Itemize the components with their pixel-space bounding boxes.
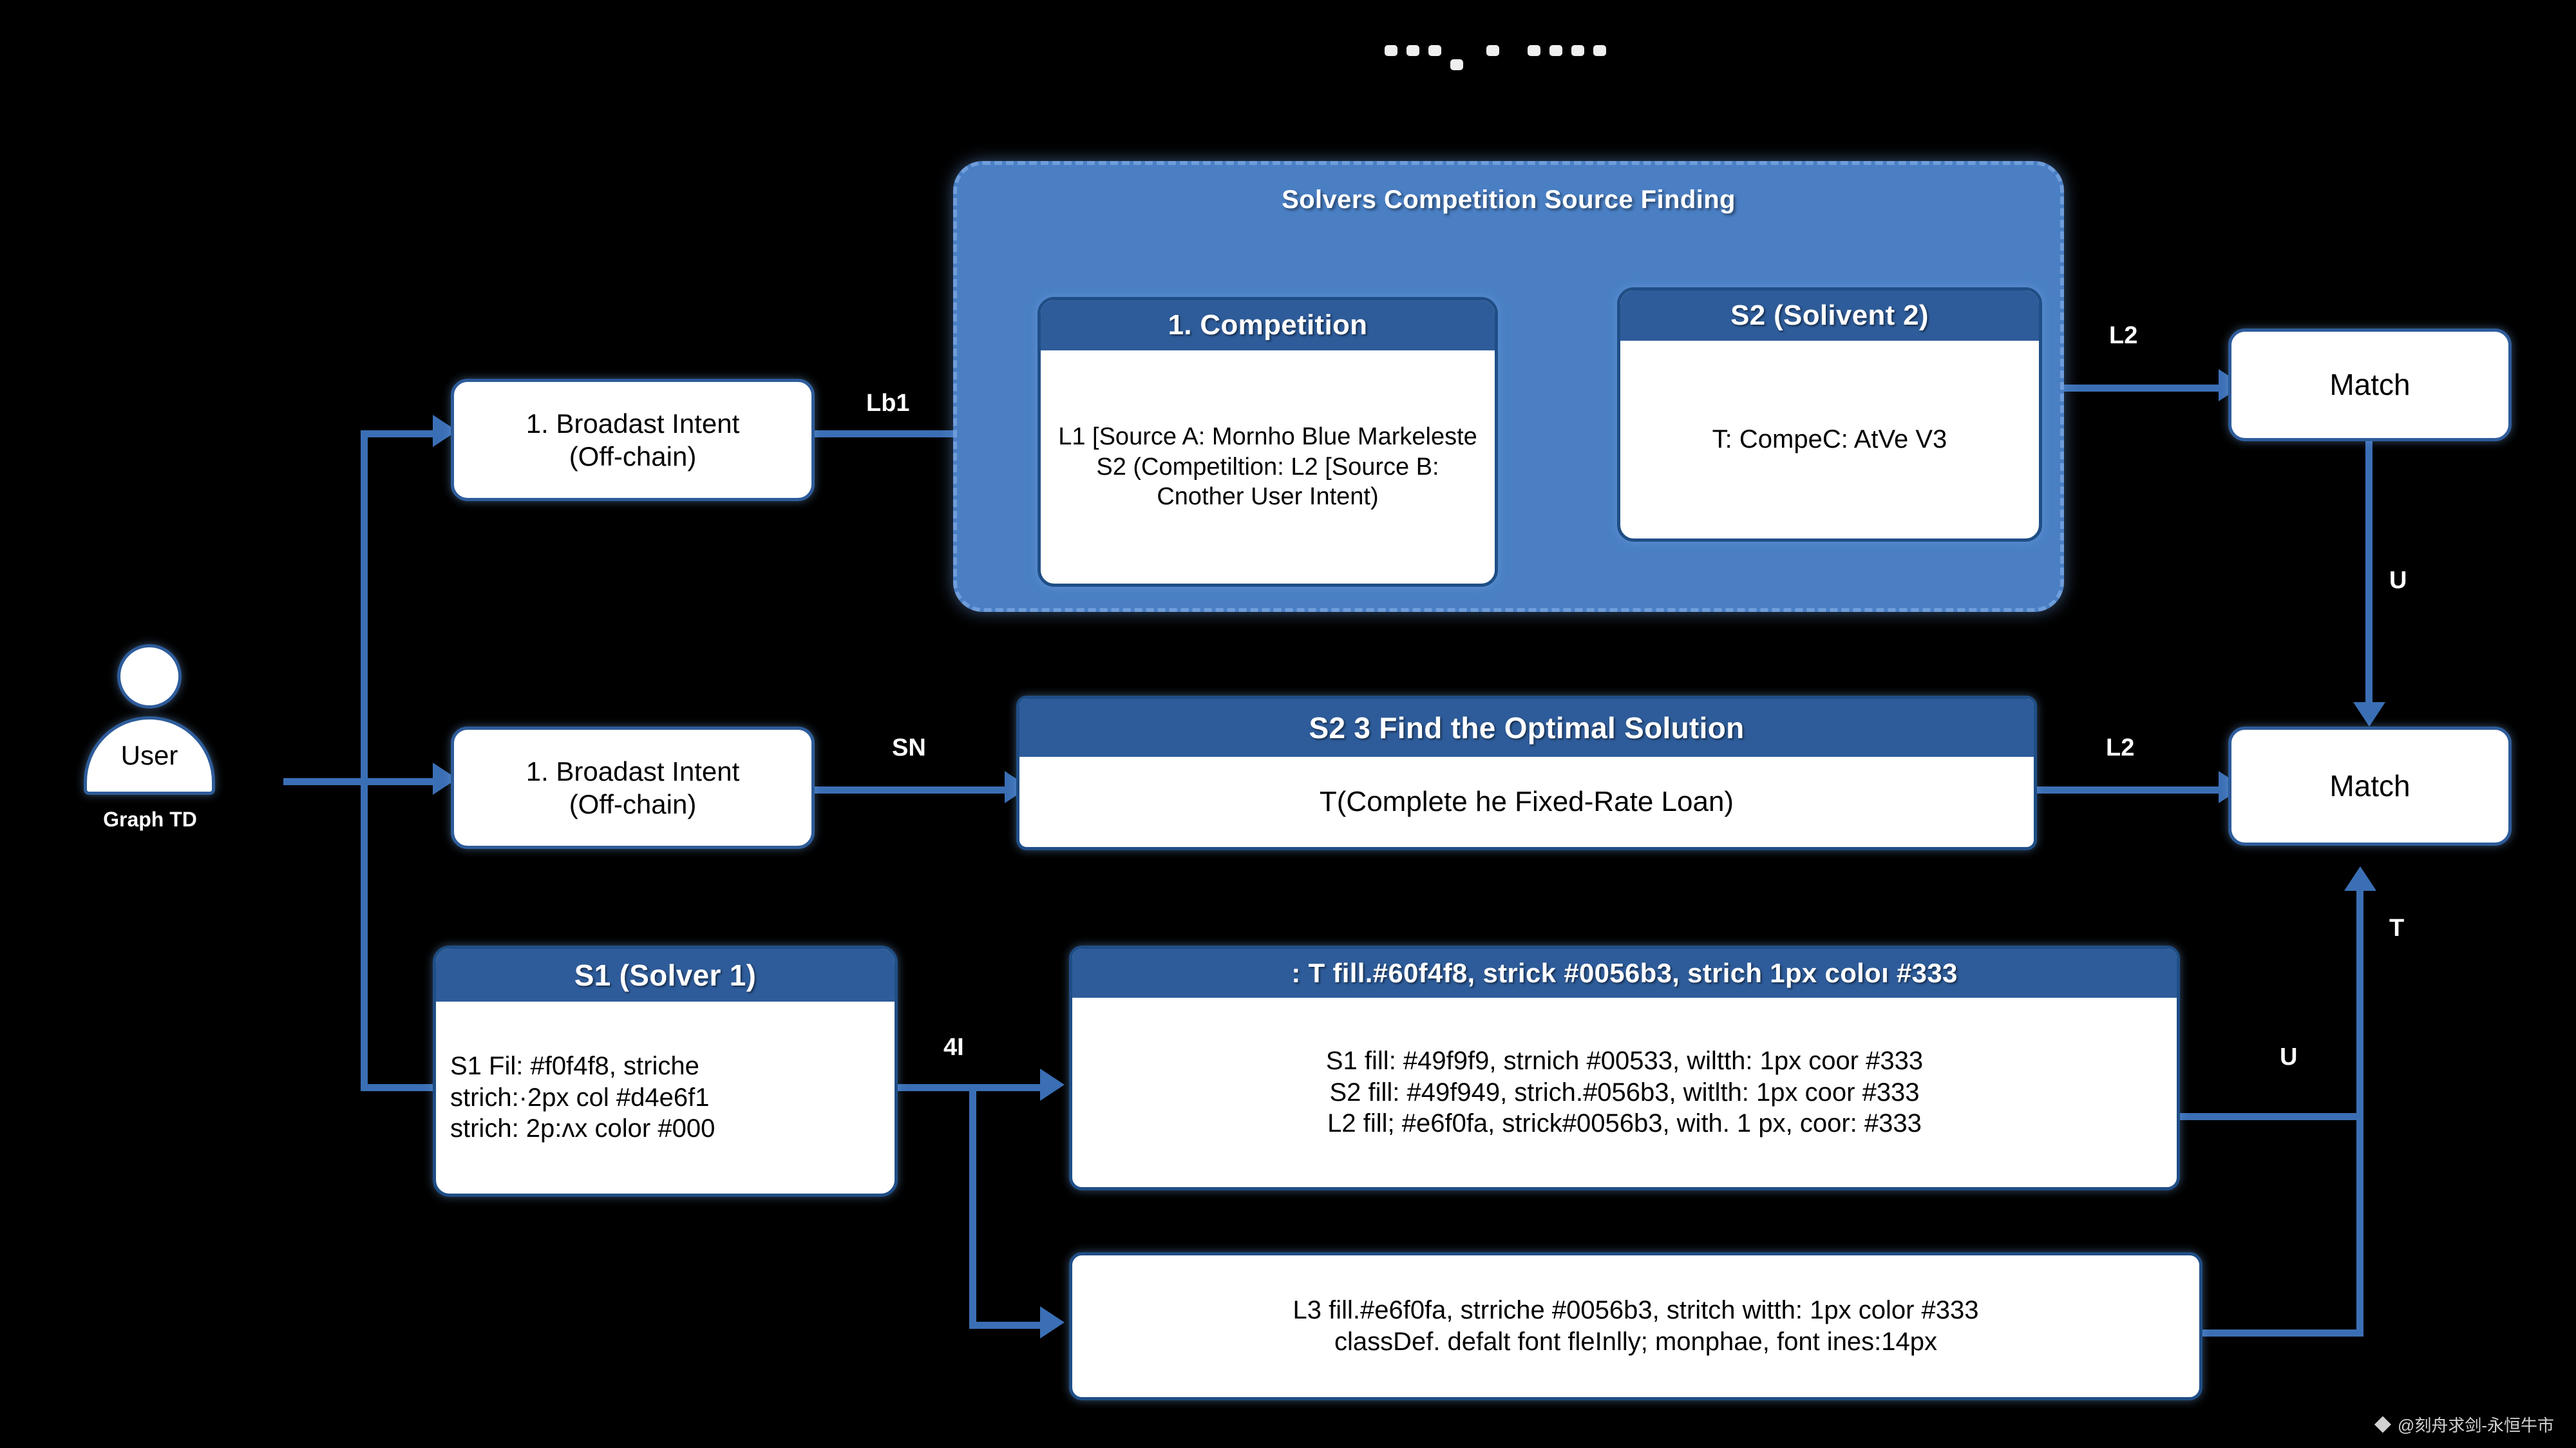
edge-solver1-to-classdef — [969, 1322, 1046, 1329]
edge-label-optimal-to-match-bottom: L2 — [2106, 734, 2135, 761]
subgraph-solvers-competition: Solvers Competition Source Finding 1. Co… — [953, 161, 2064, 612]
node-match-bottom-label: Match — [2329, 769, 2410, 803]
node-broadcast-intent-mid-body: 1. Broadast Intent (Off-chain) — [512, 730, 754, 846]
edge-match-top-to-bottom — [2365, 440, 2372, 710]
arrowhead — [1040, 1069, 1065, 1101]
diamond-icon — [2374, 1416, 2391, 1433]
node-competition[interactable]: 1. Competition L1 [Source A: Mornho Blue… — [1037, 297, 1498, 587]
node-classdef[interactable]: L3 fill.#e6f0fa, strriche #0056b3, strit… — [1069, 1252, 2202, 1400]
edge-trunk-vertical — [361, 430, 368, 1087]
dot — [1549, 45, 1562, 56]
edge-solver1-out — [897, 1084, 974, 1091]
node-solver2-body: T: CompeC: AtVe V3 — [1712, 425, 1947, 454]
style-line-l2: L2 fill; #e6f0fa, strick#0056b3, with. 1… — [1327, 1109, 1922, 1138]
edge-classdef-right — [2202, 1329, 2363, 1337]
broadcast-top-line1: 1. Broadast Intent — [526, 408, 740, 439]
arrowhead — [2353, 702, 2385, 727]
user-body-icon: User — [84, 716, 215, 795]
node-classdef-body: L3 fill.#e6f0fa, strriche #0056b3, strit… — [1278, 1255, 1993, 1397]
graph-direction-caption: Graph TD — [103, 808, 197, 831]
edge-trunk-to-broadcast-mid — [361, 778, 438, 785]
node-style-definitions-header: : T fill.#60f4f8, strick #0056b3, strich… — [1072, 949, 2177, 998]
dot — [1593, 45, 1606, 56]
edge-solver1-to-styles — [969, 1084, 1046, 1091]
solver1-line3: strich: 2p:ʌx color #000 — [450, 1114, 715, 1143]
solver1-line2: strich:·2px col #d4e6f1 — [450, 1083, 710, 1112]
node-solver1-header: S1 (Solver 1) — [436, 949, 895, 1002]
dot — [1406, 45, 1419, 56]
watermark-text: @刻舟求剑-永恒牛市 — [2397, 1416, 2554, 1435]
edge-solver2-to-match-top — [2032, 385, 2225, 392]
edge-broadcast-top-to-competition — [815, 430, 1001, 437]
style-line-s1: S1 fill: #49f9f9, strnich #00533, wiltth… — [1325, 1046, 1924, 1075]
node-match-top-label: Match — [2329, 368, 2410, 402]
subgraph-title: Solvers Competition Source Finding — [1282, 186, 1736, 214]
edge-label-top-to-competition: Lb1 — [866, 390, 910, 417]
edge-label-solver2-to-match-top: L2 — [2109, 322, 2138, 349]
node-broadcast-intent-top[interactable]: 1. Broadast Intent (Off-chain) — [451, 379, 815, 501]
edge-user-trunk — [283, 778, 367, 785]
edge-classdef-up — [2356, 895, 2363, 1333]
node-competition-body: L1 [Source A: Mornho Blue Markeleste S2 … — [1058, 423, 1477, 511]
edge-label-styles-to-match-bottom: U — [2280, 1043, 2298, 1071]
edge-solver1-fan — [969, 1084, 976, 1329]
dot — [1450, 59, 1463, 70]
node-style-definitions-body: S1 fill: #49f9f9, strnich #00533, wiltth… — [1072, 998, 2177, 1187]
broadcast-mid-line2: (Off-chain) — [569, 789, 697, 819]
dot — [1428, 45, 1441, 56]
edge-broadcast-mid-to-optimal — [815, 786, 1014, 794]
dot — [1486, 45, 1499, 56]
dot — [1528, 45, 1540, 56]
edge-label-match-top-to-bottom: U — [2389, 567, 2407, 594]
broadcast-mid-line1: 1. Broadast Intent — [526, 756, 740, 786]
arrowhead — [1040, 1306, 1065, 1338]
node-optimal-solution[interactable]: S2 3 Find the Optimal Solution T(Complet… — [1016, 696, 2037, 850]
node-broadcast-intent-mid[interactable]: 1. Broadast Intent (Off-chain) — [451, 727, 815, 849]
edge-trunk-to-solver1 — [361, 1084, 438, 1091]
edge-optimal-to-match-bottom — [2035, 786, 2228, 794]
edge-trunk-to-broadcast-top — [361, 430, 438, 437]
user-label: User — [120, 740, 178, 770]
top-dots-decoration — [1385, 45, 1606, 70]
node-broadcast-intent-top-body: 1. Broadast Intent (Off-chain) — [512, 382, 754, 498]
node-style-definitions[interactable]: : T fill.#60f4f8, strick #0056b3, strich… — [1069, 946, 2180, 1190]
style-line-s2: S2 fill: #49f949, strich.#056b3, witlth:… — [1329, 1078, 1920, 1107]
dot — [1385, 45, 1397, 56]
classdef-line-l3: L3 fill.#e6f0fa, strriche #0056b3, strit… — [1293, 1296, 1979, 1325]
node-solver2[interactable]: S2 (Solivent 2) T: CompeC: AtVe V3 — [1617, 287, 2042, 542]
classdef-line-default: classDef. defalt font fleInlly; monphae,… — [1334, 1328, 1938, 1356]
arrowhead — [2344, 866, 2376, 891]
dot — [1571, 45, 1584, 56]
watermark: @刻舟求剑-永恒牛市 — [2374, 1413, 2554, 1436]
node-match-bottom[interactable]: Match — [2228, 727, 2512, 846]
edge-styles-right — [2177, 1113, 2363, 1120]
node-optimal-header: S2 3 Find the Optimal Solution — [1019, 699, 2034, 757]
edge-label-solver1-to-styles: 4I — [943, 1034, 964, 1061]
node-match-top[interactable]: Match — [2228, 329, 2512, 441]
solver1-line1: S1 Fil: #f0f4f8, striche — [450, 1051, 699, 1080]
edge-label-classdef-to-match-bottom: T — [2389, 915, 2405, 942]
edge-label-mid-to-optimal: SN — [892, 734, 926, 761]
user-head-icon — [117, 644, 182, 709]
broadcast-top-line2: (Off-chain) — [569, 441, 697, 472]
node-solver2-header: S2 (Solivent 2) — [1620, 291, 2039, 341]
node-optimal-body: T(Complete he Fixed-Rate Loan) — [1319, 786, 1734, 818]
node-solver1-body: S1 Fil: #f0f4f8, striche strich:·2px col… — [436, 1002, 895, 1194]
node-competition-header: 1. Competition — [1041, 300, 1495, 350]
node-solver1[interactable]: S1 (Solver 1) S1 Fil: #f0f4f8, striche s… — [433, 946, 898, 1197]
